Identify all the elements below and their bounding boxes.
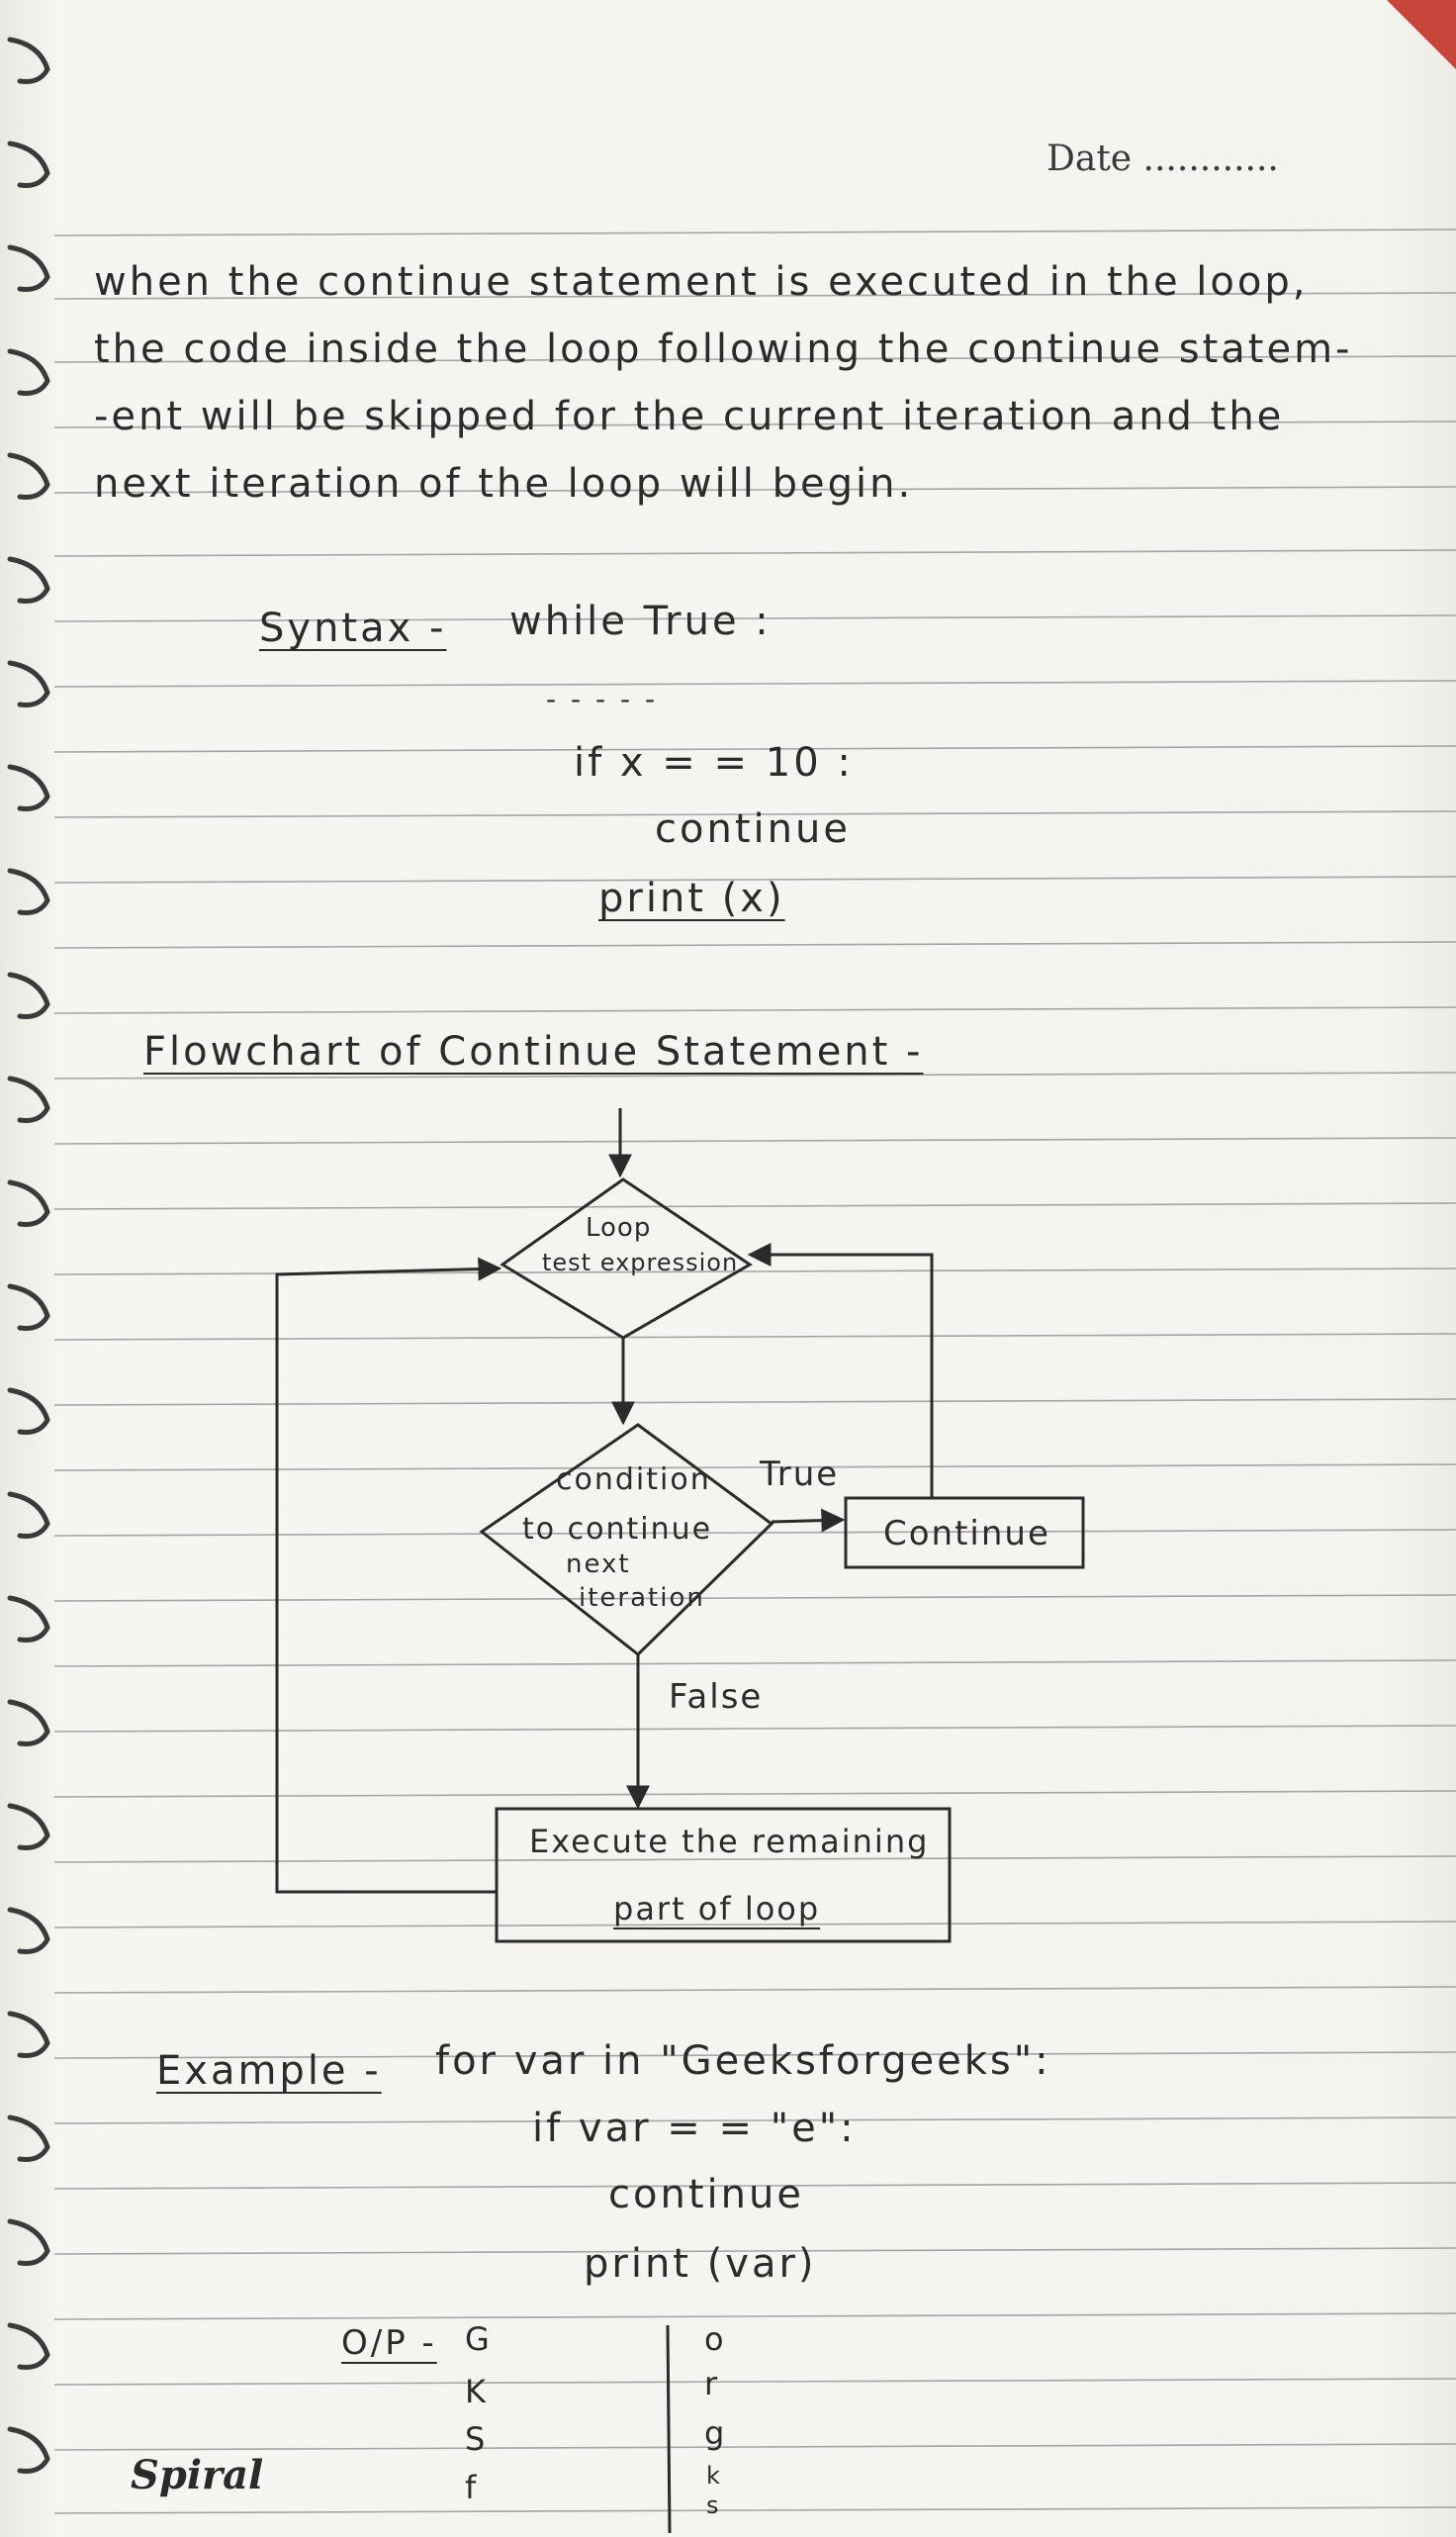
output-col2-item: o <box>704 2320 727 2358</box>
continue-box <box>844 1496 1085 1569</box>
output-col1-item: K <box>465 2373 489 2410</box>
flowchart-title: Flowchart of Continue Statement - <box>143 1029 924 1075</box>
paragraph-line-1: when the continue statement is executed … <box>94 259 1309 305</box>
paragraph-line-2: the code inside the loop following the c… <box>94 327 1353 372</box>
execute-box <box>495 1807 952 1943</box>
syntax-line-5: print (x) <box>598 876 785 921</box>
output-label: O/P - <box>341 2323 437 2363</box>
page-corner <box>1387 0 1456 69</box>
condition-label-3: next <box>566 1550 631 1579</box>
output-col2-item: g <box>704 2414 728 2452</box>
date-label: Date ............ <box>1046 139 1279 179</box>
test-expression-label: test expression <box>542 1249 739 1276</box>
condition-label-1: condition <box>556 1462 711 1497</box>
continue-label: Continue <box>883 1514 1050 1553</box>
example-line-4: print (var) <box>584 2241 817 2287</box>
loop-label: Loop <box>586 1213 652 1243</box>
syntax-line-2: - - - - - <box>546 683 659 715</box>
paragraph-line-4: next iteration of the loop will begin. <box>94 461 914 507</box>
syntax-line-1: while True : <box>509 599 772 644</box>
example-line-1: for var in "Geeksforgeeks": <box>435 2038 1051 2084</box>
example-line-2: if var = = "e": <box>532 2106 857 2151</box>
paragraph-line-3: -ent will be skipped for the current ite… <box>94 394 1285 439</box>
condition-label-4: iteration <box>579 1583 705 1613</box>
true-label: True <box>760 1455 840 1494</box>
execute-label-1: Execute the remaining <box>529 1823 930 1860</box>
syntax-label: Syntax - <box>259 606 447 651</box>
condition-label-2: to continue <box>522 1512 713 1547</box>
syntax-line-4: continue <box>655 806 851 852</box>
brand-logo: Spiral <box>131 2452 264 2498</box>
example-line-3: continue <box>608 2172 804 2217</box>
output-col2-item: s <box>706 2491 722 2519</box>
false-label: False <box>669 1677 764 1717</box>
output-col1-item: f <box>465 2469 480 2506</box>
output-col1-item: S <box>465 2420 489 2458</box>
execute-label-2: part of loop <box>613 1890 821 1927</box>
syntax-line-3: if x = = 10 : <box>574 740 854 786</box>
output-col1-item: G <box>465 2320 493 2358</box>
output-col2-item: r <box>704 2365 721 2402</box>
output-col2-item: k <box>706 2462 723 2490</box>
example-label: Example - <box>156 2048 382 2094</box>
